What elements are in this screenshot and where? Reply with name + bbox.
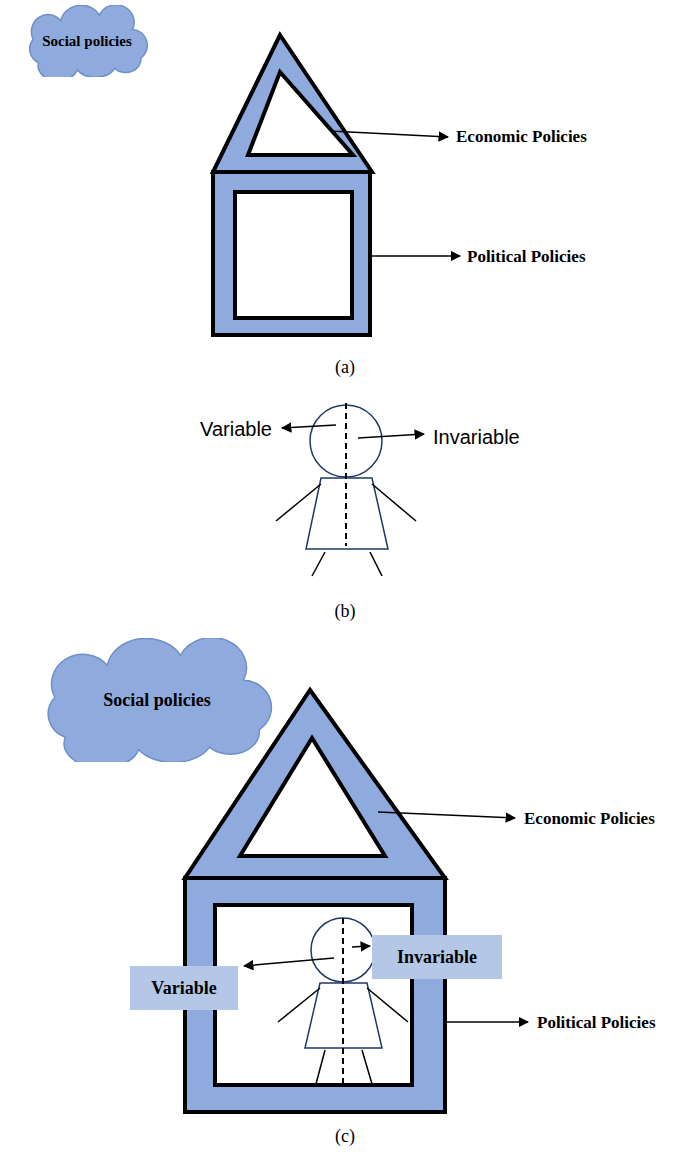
callout-label: Political Policies	[537, 1013, 656, 1033]
callout-label: Economic Policies	[456, 127, 587, 147]
node-text: Social policies	[42, 33, 132, 50]
callout-label: Invariable	[433, 426, 520, 449]
panel-caption: (c)	[335, 1126, 355, 1147]
node-text: Variable	[151, 978, 216, 999]
label-box: Variable	[130, 966, 238, 1010]
panel-caption: (b)	[335, 601, 356, 622]
house-a	[213, 35, 460, 335]
node-text: Social policies	[103, 690, 211, 711]
callout-label: Variable	[200, 418, 272, 441]
callout-label: Economic Policies	[524, 809, 655, 829]
node-text: Invariable	[397, 947, 477, 968]
callout-label: Political Policies	[467, 247, 586, 267]
panel-caption: (a)	[335, 357, 355, 378]
cloud-node: Social policies	[18, 5, 156, 77]
label-box: Invariable	[372, 935, 502, 979]
person-b	[276, 403, 424, 576]
cloud-node: Social policies	[26, 638, 288, 762]
